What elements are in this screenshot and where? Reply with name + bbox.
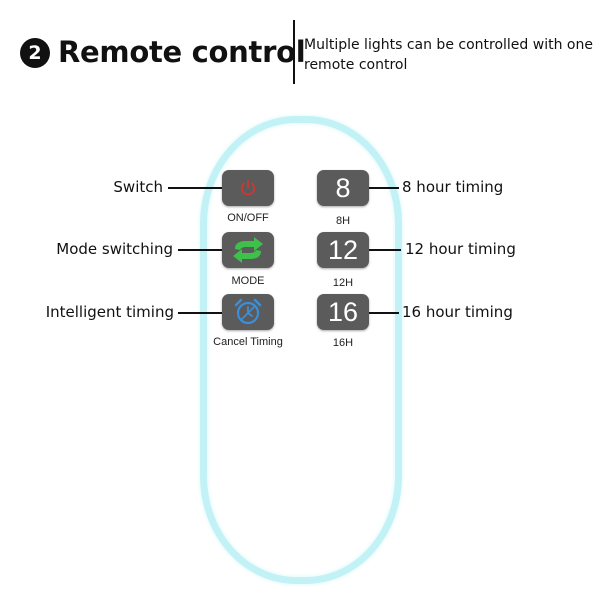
- header-divider: [293, 20, 295, 84]
- cycle-arrows-icon: [233, 237, 263, 263]
- header: 2 Remote control Multiple lights can be …: [0, 0, 600, 90]
- step-badge: 2: [20, 38, 50, 68]
- cancel-timing-button-label: Cancel Timing: [213, 336, 283, 348]
- switch-callout-line: [168, 187, 222, 189]
- 16h-callout-line: [369, 312, 399, 314]
- remote-outline: [200, 116, 402, 584]
- mode-button-label: MODE: [231, 275, 265, 287]
- timer-16h-button[interactable]: 16: [317, 294, 369, 330]
- timer-16h-label: 16H: [332, 337, 354, 349]
- 12h-callout: 12 hour timing: [405, 240, 516, 258]
- timer-12h-button[interactable]: 12: [317, 232, 369, 268]
- timing-callout-line: [178, 312, 222, 314]
- 12h-callout-line: [369, 249, 401, 251]
- 16h-callout: 16 hour timing: [402, 303, 513, 321]
- page-subtitle: Multiple lights can be controlled with o…: [304, 37, 593, 73]
- timer-8h-label: 8H: [335, 215, 351, 227]
- power-icon: [241, 179, 255, 196]
- mode-button[interactable]: [222, 232, 274, 268]
- timer-12h-number: 12: [327, 234, 359, 265]
- timer-16h-number: 16: [327, 296, 359, 327]
- mode-callout-line: [178, 249, 222, 251]
- 8h-callout-line: [369, 187, 399, 189]
- page-title: Remote control: [58, 35, 306, 69]
- timer-8h-button[interactable]: 8: [317, 170, 369, 206]
- cancel-timing-button[interactable]: [222, 294, 274, 330]
- power-button-label: ON/OFF: [227, 212, 269, 224]
- 8h-callout: 8 hour timing: [402, 178, 504, 196]
- timer-12h-label: 12H: [332, 277, 354, 289]
- timing-callout: Intelligent timing: [45, 303, 174, 321]
- timer-8h-number: 8: [335, 172, 351, 203]
- mode-callout: Mode switching: [56, 240, 173, 258]
- power-button[interactable]: [222, 170, 274, 206]
- alarm-clock-icon: [234, 298, 262, 325]
- switch-callout: Switch: [113, 178, 163, 196]
